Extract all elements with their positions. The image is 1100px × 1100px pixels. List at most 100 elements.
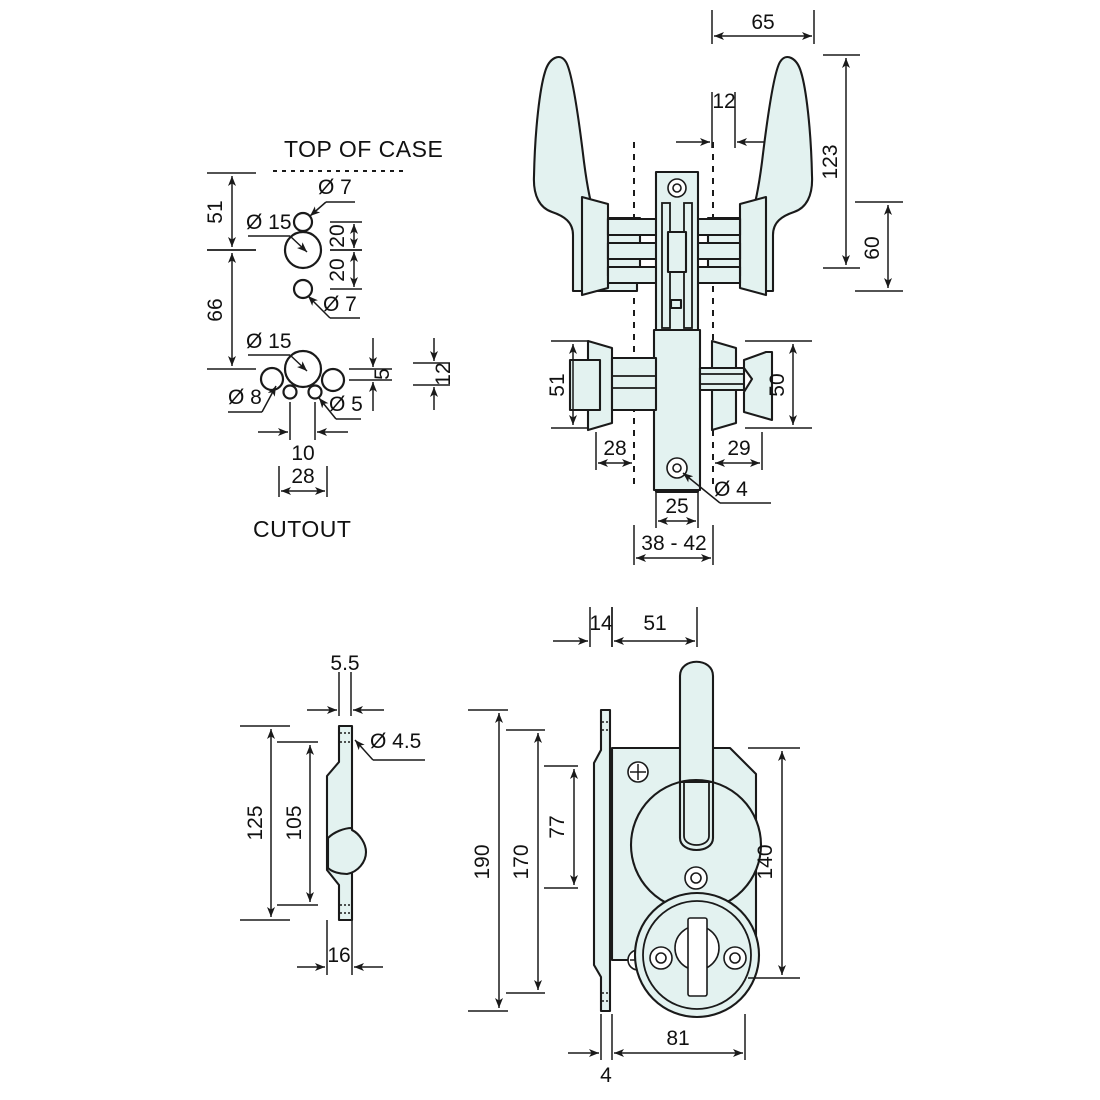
label-d8: Ø 8 [228, 386, 262, 409]
lever-front-view: 65 12 123 60 [532, 10, 903, 565]
case-inner-block [666, 230, 688, 274]
cutout-heading: TOP OF CASE [284, 136, 443, 162]
dim-29: 29 [715, 432, 763, 470]
label-65: 65 [751, 11, 774, 34]
leader-d4-5: Ø 4.5 [354, 730, 425, 761]
cutout-hole-d7-bottom [292, 278, 314, 300]
label-51-body: 51 [643, 612, 666, 635]
rose-left [580, 195, 610, 297]
faceplate-profile [325, 724, 354, 922]
cutout-caption: CUTOUT [253, 516, 351, 542]
leader-d15-bottom: Ø 15 [246, 330, 308, 372]
dim-81: 81 [611, 1014, 746, 1060]
cutout-hole-right [320, 367, 346, 393]
dim-123: 123 [819, 54, 860, 269]
faceplate-strip [592, 708, 612, 1013]
thumbturn-knob [742, 350, 774, 422]
label-d4: Ø 4 [714, 478, 748, 501]
label-20-upper: 20 [326, 224, 349, 247]
label-5: 5 [371, 368, 394, 380]
label-123: 123 [819, 144, 842, 179]
dim-51-lever: 51 [546, 340, 589, 429]
stem-inner-curve [683, 782, 710, 846]
leader-d8: Ø 8 [228, 385, 277, 413]
label-28-cutout: 28 [291, 465, 314, 488]
label-10: 10 [291, 442, 314, 465]
dim-77: 77 [544, 765, 578, 889]
cylinder-escutcheon-inner [642, 900, 752, 1010]
latch-hook [326, 826, 368, 876]
label-d7-top: Ø 7 [318, 176, 352, 199]
dim-66-vertical: 66 [204, 249, 256, 370]
label-28-lever: 28 [603, 437, 626, 460]
rose-right [738, 195, 768, 297]
dim-28-cutout: 28 [278, 465, 328, 497]
label-125: 125 [244, 805, 267, 840]
dim-51-label: 51 [204, 200, 227, 223]
label-20-lower: 20 [326, 258, 349, 281]
label-140: 140 [754, 844, 777, 879]
leader-d4: Ø 4 [682, 472, 771, 504]
label-38-42: 38 - 42 [641, 532, 706, 555]
dim-10: 10 [258, 402, 348, 465]
dim-170: 170 [506, 729, 545, 994]
label-29: 29 [727, 437, 750, 460]
label-d7-bottom: Ø 7 [323, 293, 357, 316]
lower-collar-right [698, 366, 746, 392]
rose-screw-inner [690, 872, 702, 884]
dim-125: 125 [240, 725, 290, 921]
label-77: 77 [546, 815, 569, 838]
dim-4: 4 [568, 1014, 612, 1087]
dim-5-5: 5.5 [307, 652, 384, 716]
cutout-hole-d8 [259, 366, 285, 392]
label-d15-top: Ø 15 [246, 211, 292, 234]
dim-60: 60 [855, 201, 903, 292]
label-12-lever: 12 [712, 90, 735, 113]
keyhole-screw-left-inner [655, 952, 667, 964]
dim-16: 16 [297, 920, 383, 975]
label-50: 50 [766, 373, 789, 396]
keyhole-slot [687, 917, 708, 997]
dim-28-lever: 28 [595, 432, 632, 470]
case-inner-tab [669, 298, 683, 310]
faceplate-side-view: 5.5 Ø 4.5 125 105 [240, 652, 425, 975]
dim-140: 140 [748, 747, 800, 979]
dim-65: 65 [711, 10, 815, 44]
label-d4-5: Ø 4.5 [370, 730, 421, 753]
cutout-hole-small-left [282, 384, 298, 400]
lever-handle-left [532, 56, 639, 293]
dim-12-cutout: 12 [413, 338, 455, 410]
cutout-hole-d7-top [292, 211, 314, 233]
dim-12-lever: 12 [676, 90, 771, 148]
dim-66-label: 66 [204, 298, 227, 321]
label-4: 4 [600, 1064, 612, 1087]
label-105: 105 [283, 805, 306, 840]
label-25: 25 [665, 495, 688, 518]
leader-d5: Ø 5 [318, 393, 363, 420]
dim-20-lower: 20 [326, 249, 362, 290]
lower-plate-left [568, 358, 602, 412]
leader-d7-top: Ø 7 [309, 176, 355, 217]
label-14: 14 [589, 612, 613, 635]
lower-collar-left [610, 356, 658, 412]
dim-105: 105 [277, 741, 318, 906]
label-51-lever: 51 [546, 373, 569, 396]
leader-d7-bottom: Ø 7 [307, 293, 360, 319]
keyhole-screw-right-inner [729, 952, 741, 964]
lever-stem-overlay [678, 780, 715, 851]
label-60: 60 [861, 236, 884, 259]
case-screw-hole-inner [672, 463, 682, 473]
dim-38-42: 38 - 42 [633, 525, 714, 565]
dim-51-body: 51 [611, 607, 698, 647]
dim-50: 50 [745, 340, 812, 429]
pivot-hole-inner [672, 183, 682, 193]
cutout-view: TOP OF CASE 51 66 Ø 7 [204, 136, 455, 542]
label-12-cutout: 12 [432, 362, 455, 385]
dim-25: 25 [655, 493, 699, 528]
leader-d15-top: Ø 15 [246, 211, 308, 253]
label-190: 190 [471, 844, 494, 879]
cutout-hole-d5 [307, 384, 323, 400]
dim-14: 14 [553, 607, 613, 647]
